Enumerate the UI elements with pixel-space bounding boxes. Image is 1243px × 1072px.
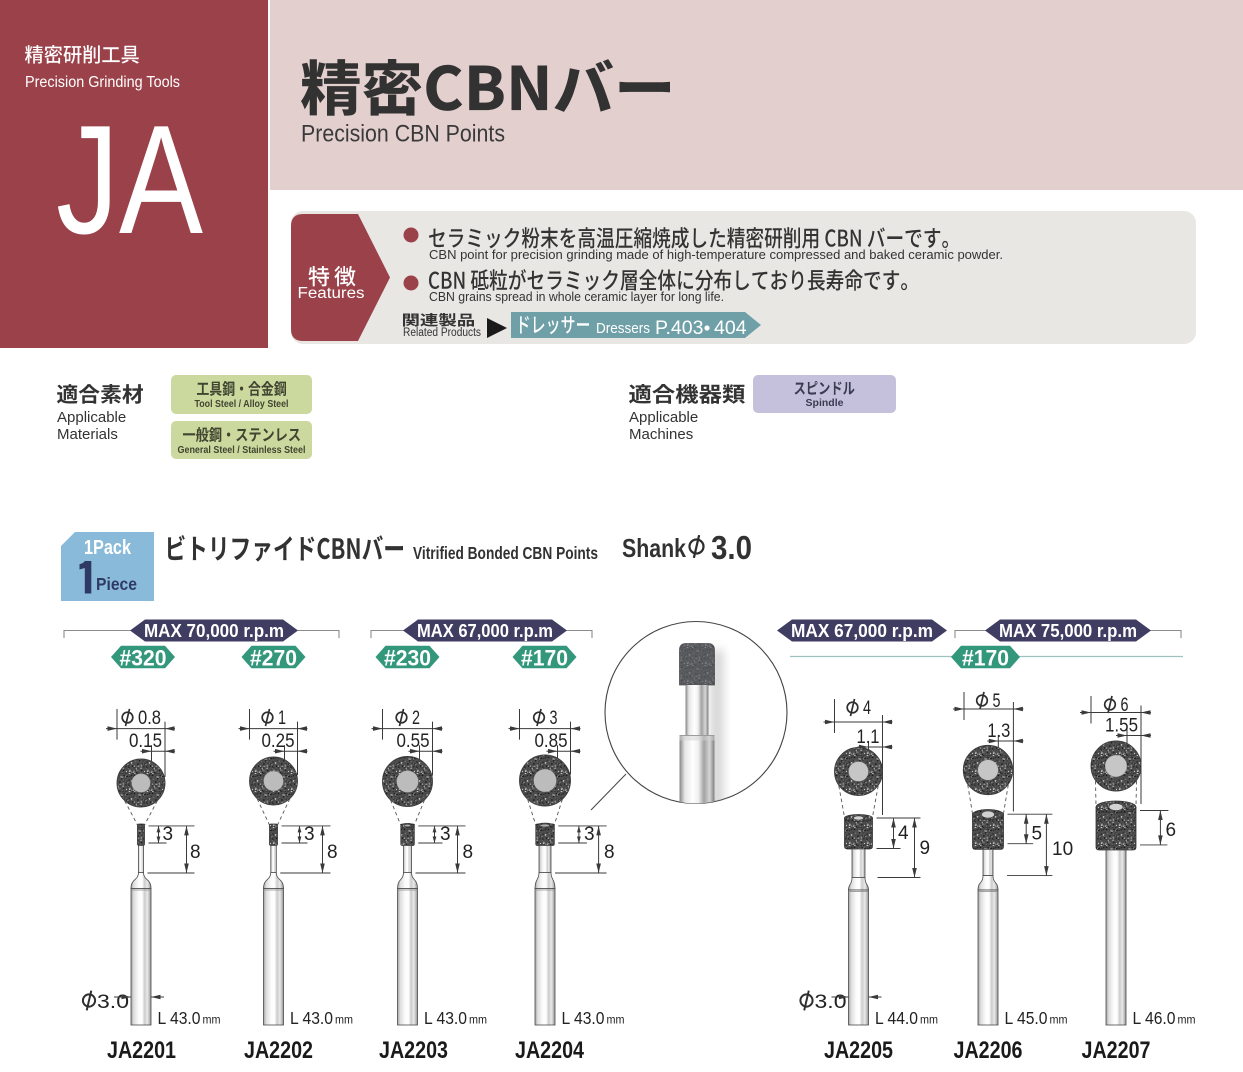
svg-text:mm: mm	[203, 1013, 221, 1027]
svg-text:0.15: 0.15	[129, 731, 162, 752]
svg-text:JA: JA	[56, 93, 203, 266]
svg-text:JA2206: JA2206	[954, 1037, 1023, 1064]
svg-text:L 45.0: L 45.0	[1005, 1008, 1048, 1028]
svg-text:#230: #230	[384, 646, 431, 671]
svg-text:JA2202: JA2202	[244, 1037, 313, 1064]
svg-text:#170: #170	[962, 646, 1009, 671]
svg-text:Tool Steel / Alloy Steel: Tool Steel / Alloy Steel	[195, 398, 289, 410]
svg-text:404: 404	[714, 317, 747, 339]
svg-text:Materials: Materials	[57, 426, 118, 443]
svg-text:mm: mm	[1050, 1013, 1068, 1027]
svg-text:3.0: 3.0	[711, 529, 752, 566]
svg-text:L 44.0: L 44.0	[875, 1008, 918, 1028]
svg-text:9: 9	[920, 838, 931, 859]
svg-text:4: 4	[863, 698, 871, 719]
svg-text:Applicable: Applicable	[629, 409, 698, 426]
svg-text:8: 8	[327, 842, 338, 863]
svg-text:JA2204: JA2204	[515, 1037, 584, 1064]
svg-text:L 46.0: L 46.0	[1133, 1008, 1176, 1028]
svg-text:Features: Features	[298, 285, 365, 302]
svg-text:L 43.0: L 43.0	[290, 1008, 333, 1028]
svg-text:#170: #170	[521, 646, 568, 671]
svg-text:0.85: 0.85	[535, 731, 568, 752]
svg-text:3: 3	[550, 708, 558, 729]
svg-text:Machines: Machines	[629, 426, 693, 443]
svg-text:5: 5	[993, 691, 1001, 712]
svg-text:mm: mm	[469, 1013, 487, 1027]
svg-text:Precision Grinding Tools: Precision Grinding Tools	[25, 74, 180, 91]
svg-text:1.55: 1.55	[1105, 716, 1138, 737]
svg-text:MAX 75,000 r.p.m: MAX 75,000 r.p.m	[999, 621, 1137, 641]
svg-text:L 43.0: L 43.0	[158, 1008, 201, 1028]
svg-text:1.1: 1.1	[857, 727, 880, 748]
svg-text:mm: mm	[335, 1013, 353, 1027]
svg-text:6: 6	[1166, 820, 1177, 841]
svg-text:10: 10	[1052, 839, 1073, 860]
svg-text:8: 8	[190, 842, 201, 863]
svg-text:6: 6	[1121, 695, 1129, 716]
svg-text:mm: mm	[607, 1013, 625, 1027]
svg-text:MAX 67,000 r.p.m: MAX 67,000 r.p.m	[791, 621, 933, 641]
svg-text:0.55: 0.55	[397, 731, 430, 752]
svg-text:L 43.0: L 43.0	[424, 1008, 467, 1028]
svg-text:JA2203: JA2203	[379, 1037, 448, 1064]
svg-text:2: 2	[412, 708, 420, 729]
svg-text:Precision CBN Points: Precision CBN Points	[301, 121, 505, 148]
svg-text:3: 3	[304, 824, 315, 845]
svg-text:Piece: Piece	[96, 574, 137, 594]
svg-text:CBN grains spread in whole cer: CBN grains spread in whole ceramic layer…	[429, 289, 724, 304]
svg-text:3: 3	[163, 824, 174, 845]
svg-text:MAX 70,000 r.p.m: MAX 70,000 r.p.m	[144, 621, 284, 641]
svg-text:mm: mm	[920, 1013, 938, 1027]
svg-text:3: 3	[584, 824, 595, 845]
svg-text:3.0: 3.0	[815, 992, 847, 1013]
svg-text:0.8: 0.8	[138, 708, 161, 729]
svg-text:1Pack: 1Pack	[84, 537, 132, 559]
svg-text:1.3: 1.3	[987, 721, 1010, 742]
svg-text:0.25: 0.25	[262, 731, 295, 752]
svg-text:1: 1	[278, 708, 286, 729]
svg-text:Spindle: Spindle	[806, 397, 844, 409]
svg-text:#270: #270	[250, 646, 297, 671]
svg-text:3.0: 3.0	[97, 992, 129, 1013]
svg-text:P.403: P.403	[655, 317, 703, 339]
svg-text:Applicable: Applicable	[57, 409, 126, 426]
svg-text:General Steel / Stainless Stee: General Steel / Stainless Steel	[178, 445, 306, 456]
svg-text:8: 8	[463, 842, 474, 863]
svg-text:8: 8	[604, 842, 615, 863]
svg-text:JA2205: JA2205	[824, 1037, 893, 1064]
svg-text:3: 3	[440, 824, 451, 845]
svg-text:4: 4	[898, 823, 909, 844]
svg-text:MAX 67,000 r.p.m: MAX 67,000 r.p.m	[417, 621, 553, 641]
svg-text:Related Products: Related Products	[403, 327, 481, 339]
svg-text:#320: #320	[120, 646, 167, 671]
svg-text:L 43.0: L 43.0	[562, 1008, 605, 1028]
svg-text:5: 5	[1032, 824, 1043, 845]
svg-text:Shank: Shank	[622, 533, 686, 563]
svg-text:Vitrified Bonded CBN Points: Vitrified Bonded CBN Points	[413, 543, 598, 563]
svg-text:JA2201: JA2201	[107, 1037, 176, 1064]
svg-text:Dressers: Dressers	[596, 320, 650, 337]
svg-text:mm: mm	[1178, 1013, 1196, 1027]
svg-text:JA2207: JA2207	[1082, 1037, 1151, 1064]
svg-text:CBN point for precision grindi: CBN point for precision grinding made of…	[429, 247, 1003, 262]
